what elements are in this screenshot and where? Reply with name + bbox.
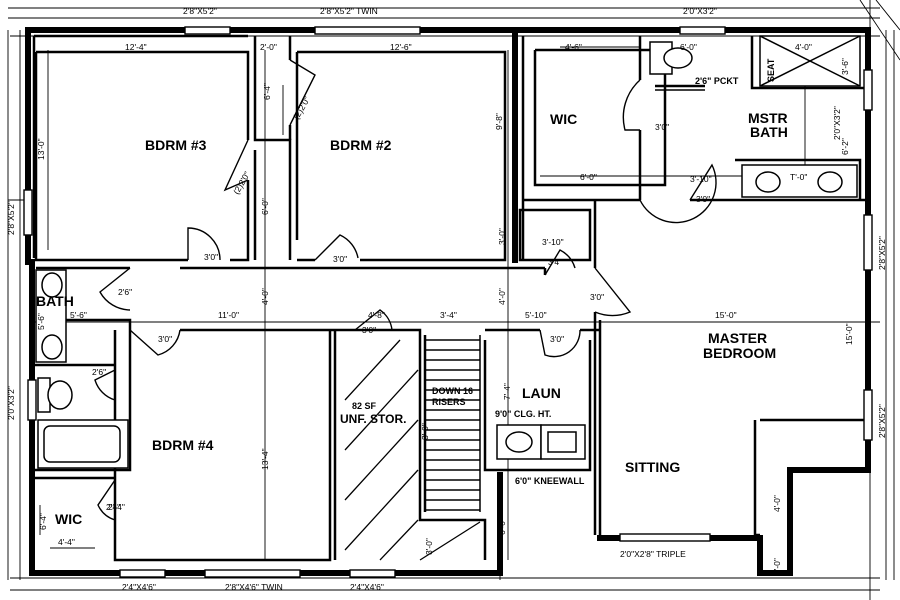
- room-label-unf-stor: UNF. STOR.: [340, 412, 406, 426]
- fixtures: [35, 35, 861, 469]
- room-label-bdrm2: BDRM #2: [330, 137, 392, 153]
- window-label: 2'8"X5'2": [877, 404, 887, 438]
- dimension-label: 3'-10": [542, 237, 564, 247]
- dimension-label: 3'-10": [690, 174, 712, 184]
- door-label: 2'6": [92, 367, 106, 377]
- door-label: (2)2'0": [291, 95, 312, 121]
- door-label: 3'0": [696, 194, 710, 204]
- door-label: 3'0": [158, 334, 172, 344]
- dimension-label: 2'-4": [108, 502, 125, 512]
- door-label: 3'0": [590, 292, 604, 302]
- dimension-label: 4'-6": [565, 42, 582, 52]
- stair-label-2: RISERS: [432, 397, 466, 407]
- window-label: 2'0"X2'8" TRIPLE: [620, 549, 686, 559]
- door-swings: [94, 59, 717, 521]
- dimension-label: 6'-0": [580, 172, 597, 182]
- storage-hatch: [344, 339, 481, 561]
- dimension-label: 13'-0": [36, 138, 46, 160]
- window-label: 2'0"X3'2": [6, 386, 16, 420]
- seat-label: SEAT: [766, 58, 776, 82]
- room-label-bdrm4: BDRM #4: [152, 437, 214, 453]
- dimension-label: 13'-4": [260, 448, 270, 470]
- room-label-laun: LAUN: [522, 385, 561, 401]
- dimension-label: 12'-4": [125, 42, 147, 52]
- dimension-label: 7'-4": [502, 383, 512, 400]
- door-label: 2'6": [118, 287, 132, 297]
- door-label: 3'0": [333, 254, 347, 264]
- stair-label-1: DOWN 16: [432, 386, 473, 396]
- pocket-door-label: 2'6" PCKT: [695, 76, 739, 86]
- dimension-label: 3'-6": [840, 58, 850, 75]
- window-label: 2'0"X3'2": [832, 106, 842, 140]
- dimension-label: 15'-0": [844, 323, 854, 345]
- room-label-bdrm3: BDRM #3: [145, 137, 207, 153]
- window-label: 2'8"X5'2": [6, 201, 16, 235]
- room-label-wic-small: WIC: [55, 511, 82, 527]
- window-label: 2'8"X5'2" TWIN: [320, 6, 378, 16]
- dimension-label: 5'-6": [70, 310, 87, 320]
- room-label-mstr: MSTR: [748, 110, 788, 126]
- dimension-label: 11'-0": [218, 310, 239, 320]
- ceiling-label: 9'0" CLG. HT.: [495, 409, 551, 419]
- dimension-label: 6'-0": [680, 42, 697, 52]
- exterior-walls: [25, 27, 871, 576]
- dimension-label: 15'-0": [715, 310, 737, 320]
- dimension-label: 3'-0": [420, 423, 430, 440]
- dimension-label: 4'-0": [795, 42, 812, 52]
- dimension-label: 3'-0": [497, 228, 507, 245]
- dimension-label: 6'-0": [260, 198, 270, 215]
- dimension-label: 9'-8": [494, 113, 504, 130]
- dimension-labels: 12'-4" 2'-0" 12'-6" 4'-6" 6'-0" 4'-0" 13…: [36, 42, 854, 575]
- window-label: 2'8"X5'2": [877, 236, 887, 270]
- window-label: 2'4"X4'6": [122, 582, 156, 592]
- dimension-label: T'-0": [790, 172, 807, 182]
- dimension-label: 2'-0": [260, 42, 277, 52]
- window-labels: 2'8"X5'2" 2'8"X5'2" TWIN 2'0"X3'2" 2'8"X…: [6, 6, 887, 592]
- room-label-stor-area: 82 SF: [352, 401, 377, 411]
- room-label-bath: BATH: [36, 293, 74, 309]
- dimension-label: 12'-6": [390, 42, 412, 52]
- room-label-mstr-bath: BATH: [750, 124, 788, 140]
- dimension-label: 4'-0": [260, 288, 270, 305]
- dimension-label: 4'-4": [58, 537, 75, 547]
- dimension-label: 5'-10": [525, 310, 547, 320]
- dimension-label: 4'-8": [368, 310, 385, 320]
- window-label: 2'8"X4'6" TWIN: [225, 582, 283, 592]
- dimension-label: 6'-2": [840, 138, 850, 155]
- dimension-label: 3'-4": [440, 310, 457, 320]
- dimension-label: 5'-6": [36, 313, 46, 330]
- kneewall-label: 6'0" KNEEWALL: [515, 476, 585, 486]
- door-label: 3'4": [548, 257, 562, 267]
- dimension-label: 6'-0": [497, 518, 507, 535]
- door-label: 2'4": [106, 502, 120, 512]
- stair-treads: [425, 335, 481, 512]
- door-label: 3'0": [655, 122, 669, 132]
- window-label: 2'0"X3'2": [683, 6, 717, 16]
- room-label-bedroom: BEDROOM: [703, 345, 776, 361]
- window-label: 2'4"X4'6": [350, 582, 384, 592]
- room-labels: BDRM #3 BDRM #2 BDRM #4 WIC WIC MSTR BAT…: [36, 58, 788, 527]
- windows: [23, 26, 873, 578]
- room-label-wic: WIC: [550, 111, 577, 127]
- dimension-label: 4'-0": [772, 495, 782, 512]
- door-label: 3'0": [550, 334, 564, 344]
- dimension-label: 6'-4": [262, 83, 272, 100]
- dimension-label: 6'-4": [38, 513, 48, 530]
- room-label-sitting: SITTING: [625, 459, 680, 475]
- dimension-label: 3'-0": [424, 538, 434, 555]
- room-label-master: MASTER: [708, 330, 767, 346]
- dimension-label: 2'-0": [772, 558, 782, 575]
- window-label: 2'8"X5'2": [183, 6, 217, 16]
- interior-walls: [32, 36, 868, 562]
- door-label: 3'0": [204, 252, 218, 262]
- dimension-label: 4'-0": [497, 288, 507, 305]
- door-label: 3'0": [362, 325, 376, 335]
